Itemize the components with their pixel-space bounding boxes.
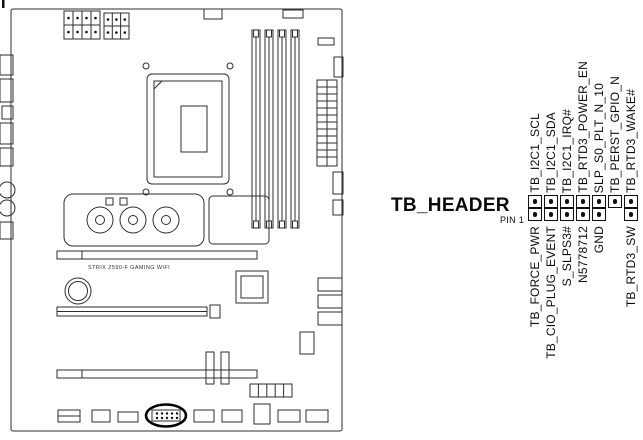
m2-heatsink [63,193,270,247]
m2-slot [56,304,221,319]
pin-label-top-1: TB_I2C1_SCL [528,113,542,193]
right-edge-connector [333,56,344,78]
pcie-slot-1 [56,250,258,260]
pin-key-blank [607,208,623,221]
sata-ports [317,277,343,326]
pin [528,195,542,208]
top-edge-connector [282,9,304,19]
pin [544,208,558,221]
pin-label-bottom-3: S_SLPS3# [560,226,574,287]
pin-label-top-6: TB_PERST_GPIO_N [608,75,622,193]
rear-io-ports [0,54,16,240]
pin-1 [528,208,542,221]
right-edge-connector [332,199,344,216]
pin-label-top-7: TB_RTD3_WAKE# [624,89,638,193]
pin [608,195,622,208]
motherboard-drawing: STRIX Z590-F GAMING WIFI [0,0,344,432]
pin [560,195,574,208]
pin [592,195,606,208]
right-edge-connector [332,171,344,195]
pin [576,195,590,208]
dimm-slots [251,29,300,229]
front-panel-header [249,383,293,398]
pin-label-bottom-2: TB_CIO_PLUG_EVENT [544,226,558,359]
cmos-battery [64,277,92,305]
pin-label-bottom-1: TB_FORCE_PWR [528,226,542,328]
pin1-label: PIN 1 [499,215,524,225]
pin-label-top-4: TB_RTD3_POWER_EN [576,61,590,193]
pin [576,208,590,221]
pin-label-top-3: TB_I2C1_IRQ# [560,108,574,193]
vertical-header [205,351,215,385]
pin-label-bottom-5: GND [592,226,606,254]
pin [624,208,638,221]
pcie-slot-2 [56,369,258,379]
small-connector [317,37,335,46]
tb-header-highlight-circle [144,403,188,428]
pin-label-bottom-4: N5778712 [576,226,590,283]
pin [592,208,606,221]
tb-header-location [144,403,188,428]
header-title: TB_HEADER [391,195,510,216]
pin [624,195,638,208]
bottom-edge-headers [57,403,329,425]
eps-pin-dots [67,16,127,34]
atx-power-connector [316,79,338,167]
pin [560,208,574,221]
eps-power-connectors [63,10,130,40]
tb-header-pin-grid [527,195,639,221]
usb-header [299,331,315,355]
pin-label-bottom-7: TB_RTD3_SW [624,226,638,308]
chipset [235,270,269,304]
vertical-header [220,351,230,385]
pin-label-top-5: SLP_S0_PLT_N_10 [592,82,606,193]
top-edge-connector [203,8,223,20]
board-model-label: STRIX Z590-F GAMING WIFI [88,265,170,271]
page-edge-mark [2,0,5,8]
board-outline [10,8,343,432]
cpu-socket [142,62,234,196]
pin-label-top-2: TB_I2C1_SDA [544,112,558,193]
pin [544,195,558,208]
